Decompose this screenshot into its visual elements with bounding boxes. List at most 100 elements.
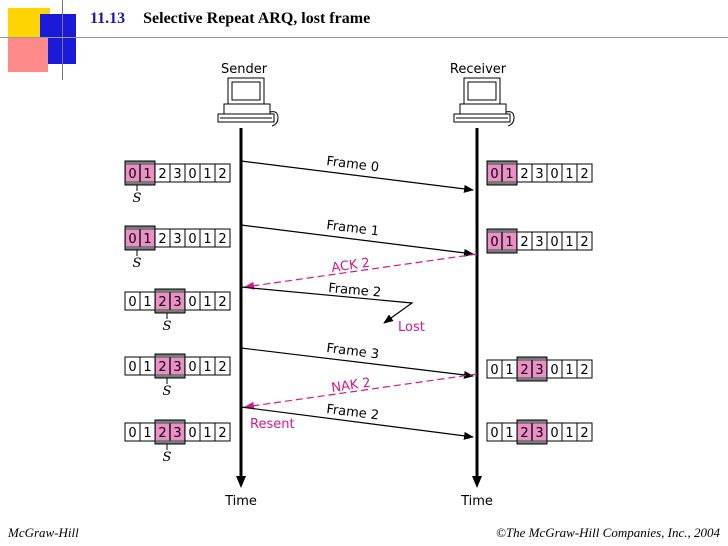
deco-horizontal-line xyxy=(0,37,728,38)
sequence-number: 1 xyxy=(565,426,573,441)
sequence-number: 2 xyxy=(580,235,588,250)
sequence-number: 2 xyxy=(218,167,226,182)
sequence-number: 3 xyxy=(173,232,181,247)
message-label: Frame 0 xyxy=(326,154,380,175)
message-frame-0: Frame 0 xyxy=(240,154,474,193)
sequence-number: 0 xyxy=(128,426,136,441)
sequence-number: 2 xyxy=(218,295,226,310)
sender-computer-icon xyxy=(217,77,279,127)
sequence-number: 0 xyxy=(550,363,558,378)
sequence-number: 2 xyxy=(158,426,166,441)
sequence-number: 1 xyxy=(565,235,573,250)
sequence-number: 2 xyxy=(218,232,226,247)
sequence-number: 1 xyxy=(505,426,513,441)
lost-label: Lost xyxy=(398,320,425,335)
sequence-number: 0 xyxy=(550,167,558,182)
sequence-number: 3 xyxy=(535,363,543,378)
message-label: Frame 1 xyxy=(326,218,380,239)
sequence-number: 0 xyxy=(188,360,196,375)
sequence-number: 3 xyxy=(173,360,181,375)
message-frame-2-resent: Frame 2 Resent xyxy=(240,402,474,440)
message-nak-2: NAK 2 xyxy=(244,373,478,410)
sender-label: Sender xyxy=(221,62,268,77)
sequence-number: 2 xyxy=(158,360,166,375)
sequence-number: 0 xyxy=(128,167,136,182)
message-label: NAK 2 xyxy=(330,376,371,396)
receiver-label: Receiver xyxy=(450,62,507,77)
deco-pink-square xyxy=(8,38,48,72)
sequence-number: 3 xyxy=(535,426,543,441)
send-pointer-label: S xyxy=(133,256,142,271)
sequence-number: 1 xyxy=(143,360,151,375)
sender-time-label: Time xyxy=(224,494,257,509)
sequence-number: 0 xyxy=(128,360,136,375)
sequence-number: 1 xyxy=(505,167,513,182)
sequence-number: 3 xyxy=(173,167,181,182)
message-label: Frame 3 xyxy=(326,341,380,362)
sequence-number: 2 xyxy=(218,360,226,375)
sequence-number: 0 xyxy=(188,167,196,182)
sequence-number: 1 xyxy=(203,360,211,375)
sequence-number: 1 xyxy=(143,295,151,310)
sequence-number: 0 xyxy=(550,426,558,441)
title-number: 11.13 xyxy=(90,10,126,27)
message-label: Frame 2 xyxy=(328,281,382,301)
sequence-number: 0 xyxy=(128,295,136,310)
sequence-number: 0 xyxy=(188,232,196,247)
message-label: ACK 2 xyxy=(330,256,370,276)
footer-copyright: ©The McGraw-Hill Companies, Inc., 2004 xyxy=(496,525,720,540)
sequence-number: 1 xyxy=(143,232,151,247)
sequence-number: 1 xyxy=(505,235,513,250)
sequence-number: 2 xyxy=(158,295,166,310)
message-ack-2: ACK 2 xyxy=(244,253,478,290)
receiver-timeline-arrowhead xyxy=(472,476,482,488)
sequence-number: 3 xyxy=(535,235,543,250)
sequence-number: 2 xyxy=(520,426,528,441)
sequence-number: 0 xyxy=(490,167,498,182)
deco-vertical-line xyxy=(62,0,63,80)
sequence-number: 1 xyxy=(143,426,151,441)
sequence-number: 1 xyxy=(143,167,151,182)
sequence-number: 2 xyxy=(520,235,528,250)
sequence-number: 2 xyxy=(580,167,588,182)
send-pointer-label: S xyxy=(133,191,142,206)
sequence-number: 0 xyxy=(490,363,498,378)
sequence-number: 2 xyxy=(580,426,588,441)
sequence-number: 0 xyxy=(128,232,136,247)
sequence-number: 0 xyxy=(188,295,196,310)
message-frame-3: Frame 3 xyxy=(240,341,474,379)
sequence-number: 1 xyxy=(203,232,211,247)
sequence-number: 1 xyxy=(203,167,211,182)
sequence-number: 0 xyxy=(490,235,498,250)
page-title: 11.13 Selective Repeat ARQ, lost frame xyxy=(90,10,370,28)
send-pointer-label: S xyxy=(163,319,172,334)
sequence-number: 0 xyxy=(550,235,558,250)
receiver-computer-icon xyxy=(453,77,515,127)
sequence-number: 1 xyxy=(505,363,513,378)
sequence-number: 3 xyxy=(173,426,181,441)
sequence-number: 3 xyxy=(535,167,543,182)
sequence-number: 1 xyxy=(565,363,573,378)
sequence-number: 1 xyxy=(203,426,211,441)
sequence-number: 0 xyxy=(490,426,498,441)
sequence-number: 2 xyxy=(520,167,528,182)
footer-publisher: McGraw-Hill xyxy=(8,525,79,540)
sequence-number: 3 xyxy=(173,295,181,310)
sequence-number: 2 xyxy=(520,363,528,378)
message-frame-1: Frame 1 xyxy=(240,218,474,257)
sequence-number: 1 xyxy=(565,167,573,182)
sequence-number: 2 xyxy=(580,363,588,378)
title-text: Selective Repeat ARQ, lost frame xyxy=(143,10,371,27)
send-pointer-label: S xyxy=(163,450,172,465)
receiver-time-label: Time xyxy=(460,494,493,509)
